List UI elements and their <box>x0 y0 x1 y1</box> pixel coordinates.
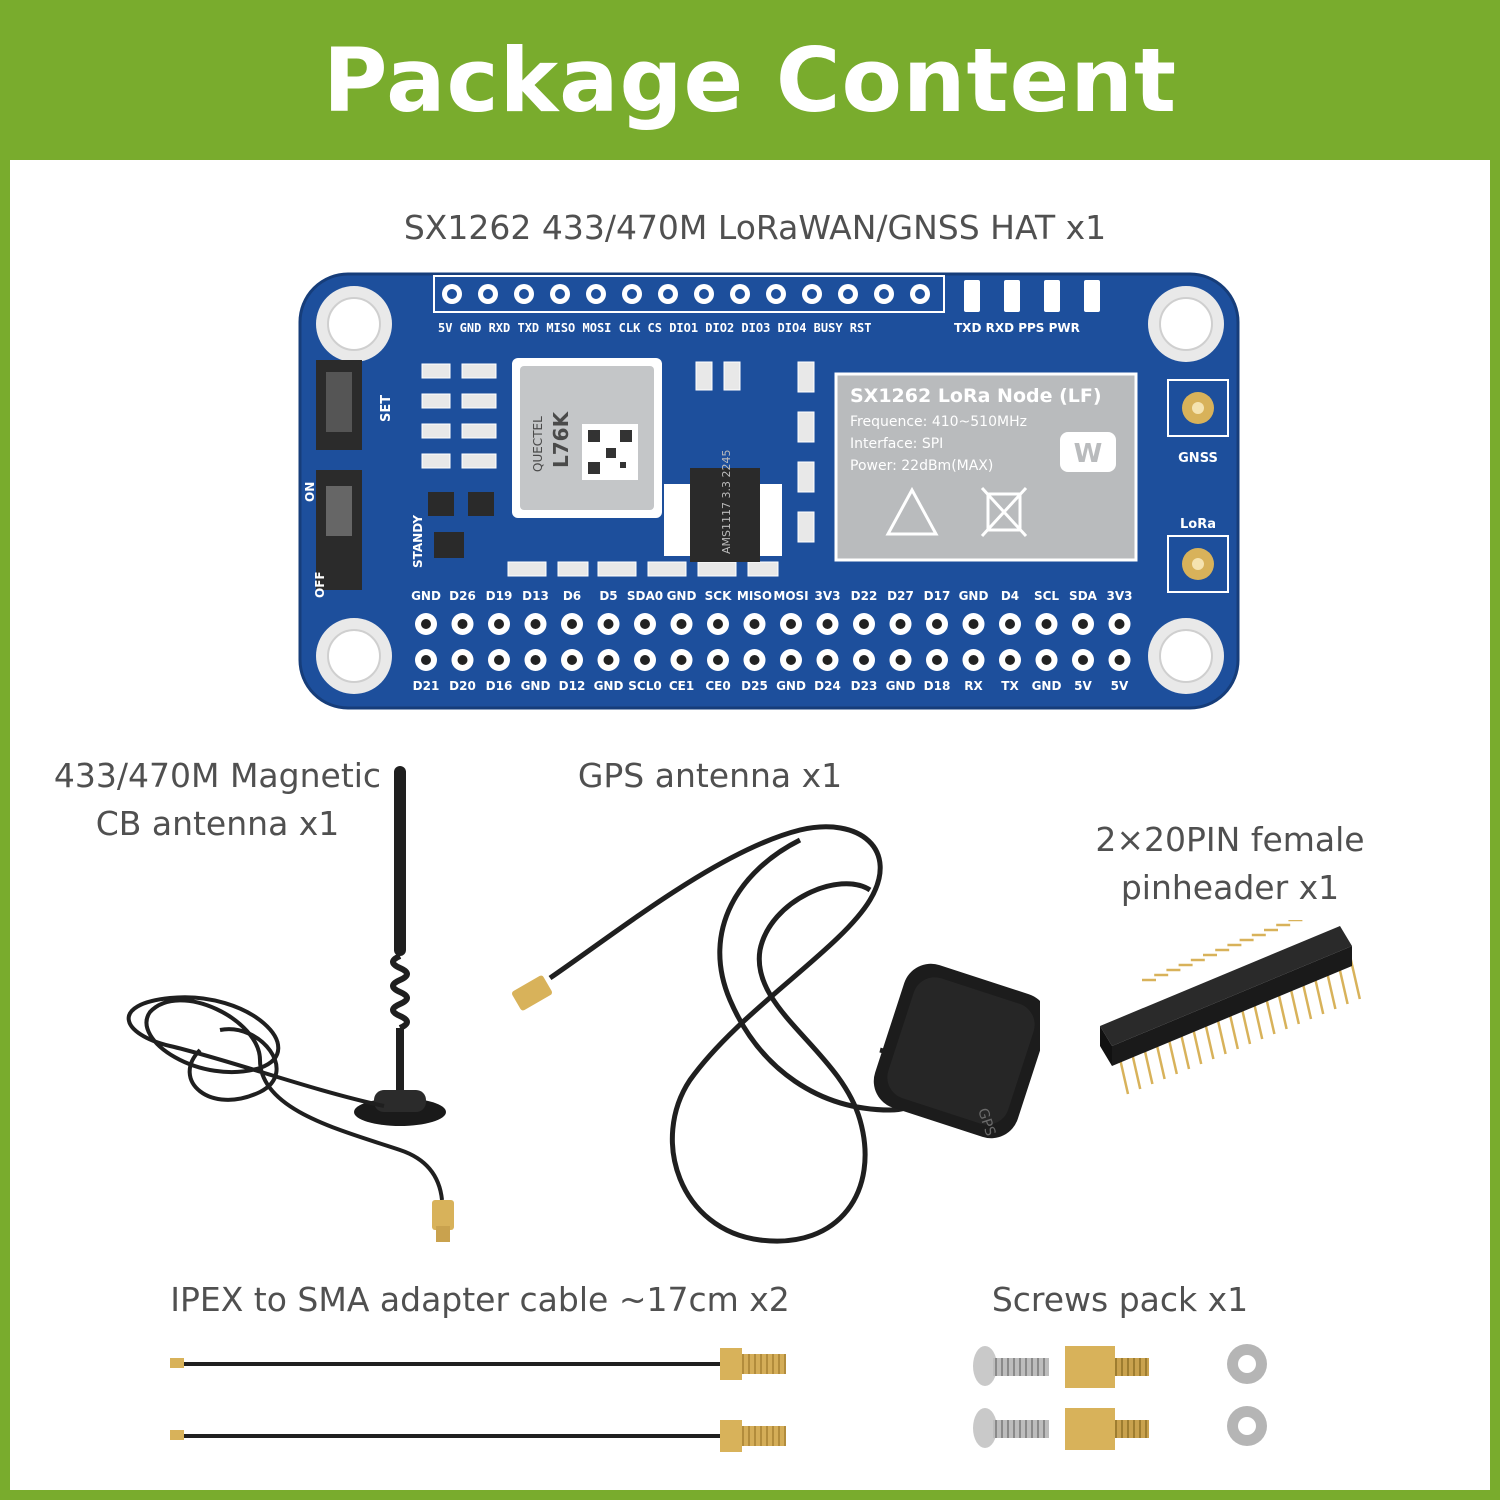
gpio-bottom-label: D24 <box>814 679 841 693</box>
gpio-top-label: SCL <box>1034 589 1059 603</box>
ipex-cable-label: IPEX to SMA adapter cable ~17cm x2 <box>170 1280 790 1319</box>
gpio-bottom-label: GND <box>521 679 551 693</box>
waveshare-logo: W <box>1074 439 1103 469</box>
screws-label: Screws pack x1 <box>991 1280 1249 1319</box>
gpio-top-label: GND <box>667 589 697 603</box>
gpio-bottom-label: D21 <box>413 679 440 693</box>
gpio-bottom-label: D16 <box>486 679 513 693</box>
gpio-bottom-label: 5V <box>1111 679 1129 693</box>
gpio-top-label: SDA <box>1069 589 1098 603</box>
lora-module-title: SX1262 LoRa Node (LF) <box>850 385 1102 407</box>
pinheader-label: 2×20PIN female pinheader x1 <box>1070 816 1390 912</box>
gnss-module-model: L76K <box>549 410 573 468</box>
gpio-top-label: D13 <box>522 589 549 603</box>
page-title: Package Content <box>322 28 1178 132</box>
lora-module-frequency: Frequence: 410~510MHz <box>850 414 1027 430</box>
gpio-top-label: MISO <box>737 589 772 603</box>
gpio-bottom-label: GND <box>776 679 806 693</box>
female-pinheader <box>1100 920 1362 1095</box>
gpio-bottom-label: D25 <box>741 679 768 693</box>
switch-off-label: OFF <box>313 571 327 598</box>
led-labels: TXD RXD PPS PWR <box>954 321 1080 335</box>
gpio-top-label: D5 <box>599 589 617 603</box>
gpio-bottom-label: 5V <box>1074 679 1092 693</box>
gpio-bottom-label: TX <box>1001 679 1019 693</box>
lora-module-power: Power: 22dBm(MAX) <box>850 458 993 474</box>
ipex-sma-cables <box>170 1348 786 1452</box>
gpio-top-label: D4 <box>1001 589 1019 603</box>
gpio-top-label: D17 <box>924 589 951 603</box>
gpio-bottom-label: GND <box>1032 679 1062 693</box>
magnetic-cb-antenna <box>126 766 454 1242</box>
gpio-bottom-label: D18 <box>924 679 951 693</box>
gpio-bottom-label: D12 <box>559 679 586 693</box>
gpio-top-label: 3V3 <box>1107 589 1133 603</box>
hat-label: SX1262 433/470M LoRaWAN/GNSS HAT x1 <box>403 208 1107 247</box>
gpio-bottom-label: RX <box>964 679 983 693</box>
gpio-bottom-label: D23 <box>851 679 878 693</box>
lora-module-interface: Interface: SPI <box>850 436 943 452</box>
gpio-top-label: GND <box>959 589 989 603</box>
lorawan-gnss-hat-board: 5V GND RXD TXD MISO MOSI CLK CS DIO1 DIO… <box>298 272 1240 710</box>
gpio-bottom-label: D20 <box>449 679 476 693</box>
gps-antenna-label: GPS antenna x1 <box>577 756 843 795</box>
header-banner: Package Content <box>0 0 1500 160</box>
gpio-bottom-label: GND <box>886 679 916 693</box>
gpio-top-label: GND <box>411 589 441 603</box>
gpio-bottom-label: CE0 <box>705 679 730 693</box>
switch-on-label: ON <box>303 482 317 502</box>
gpio-top-label: D6 <box>563 589 581 603</box>
gpio-top-label: SDA0 <box>627 589 663 603</box>
gnss-connector-label: GNSS <box>1178 451 1218 466</box>
gpio-top-label: SCK <box>705 589 732 603</box>
gnss-module-brand: QUECTEL <box>531 416 545 472</box>
gpio-bottom-label: GND <box>594 679 624 693</box>
ldo-marking: AMS1117 3.3 2245 <box>720 450 733 554</box>
gpio-bottom-label: SCL0 <box>628 679 661 693</box>
weee-bin-icon <box>980 486 1028 538</box>
lora-antenna-label-line2: CB antenna x1 <box>95 804 340 843</box>
gpio-top-label: D26 <box>449 589 476 603</box>
gpio-top-label: D22 <box>851 589 878 603</box>
lora-antenna-label: 433/470M Magnetic CB antenna x1 <box>40 752 395 848</box>
pinheader-label-line1: 2×20PIN female <box>1095 820 1365 859</box>
pinheader-label-line2: pinheader x1 <box>1120 868 1340 907</box>
lora-connector-label: LoRa <box>1180 517 1216 532</box>
gpio-top-label: D27 <box>887 589 914 603</box>
lora-antenna-label-line1: 433/470M Magnetic <box>53 756 382 795</box>
esd-warning-icon <box>885 486 939 536</box>
switch-set-label: SET <box>379 395 394 422</box>
top-header-pin-labels: 5V GND RXD TXD MISO MOSI CLK CS DIO1 DIO… <box>438 321 871 335</box>
screws-pack <box>973 1344 1267 1450</box>
content-panel: SX1262 433/470M LoRaWAN/GNSS HAT x1 5V G… <box>10 160 1490 1490</box>
switch-standby-label: STANDY <box>411 515 425 568</box>
gpio-bottom-label: CE1 <box>669 679 694 693</box>
gpio-top-label: 3V3 <box>815 589 841 603</box>
gps-antenna: GPS <box>512 824 1040 1244</box>
gpio-top-label: D19 <box>486 589 513 603</box>
gpio-top-label: MOSI <box>773 589 808 603</box>
